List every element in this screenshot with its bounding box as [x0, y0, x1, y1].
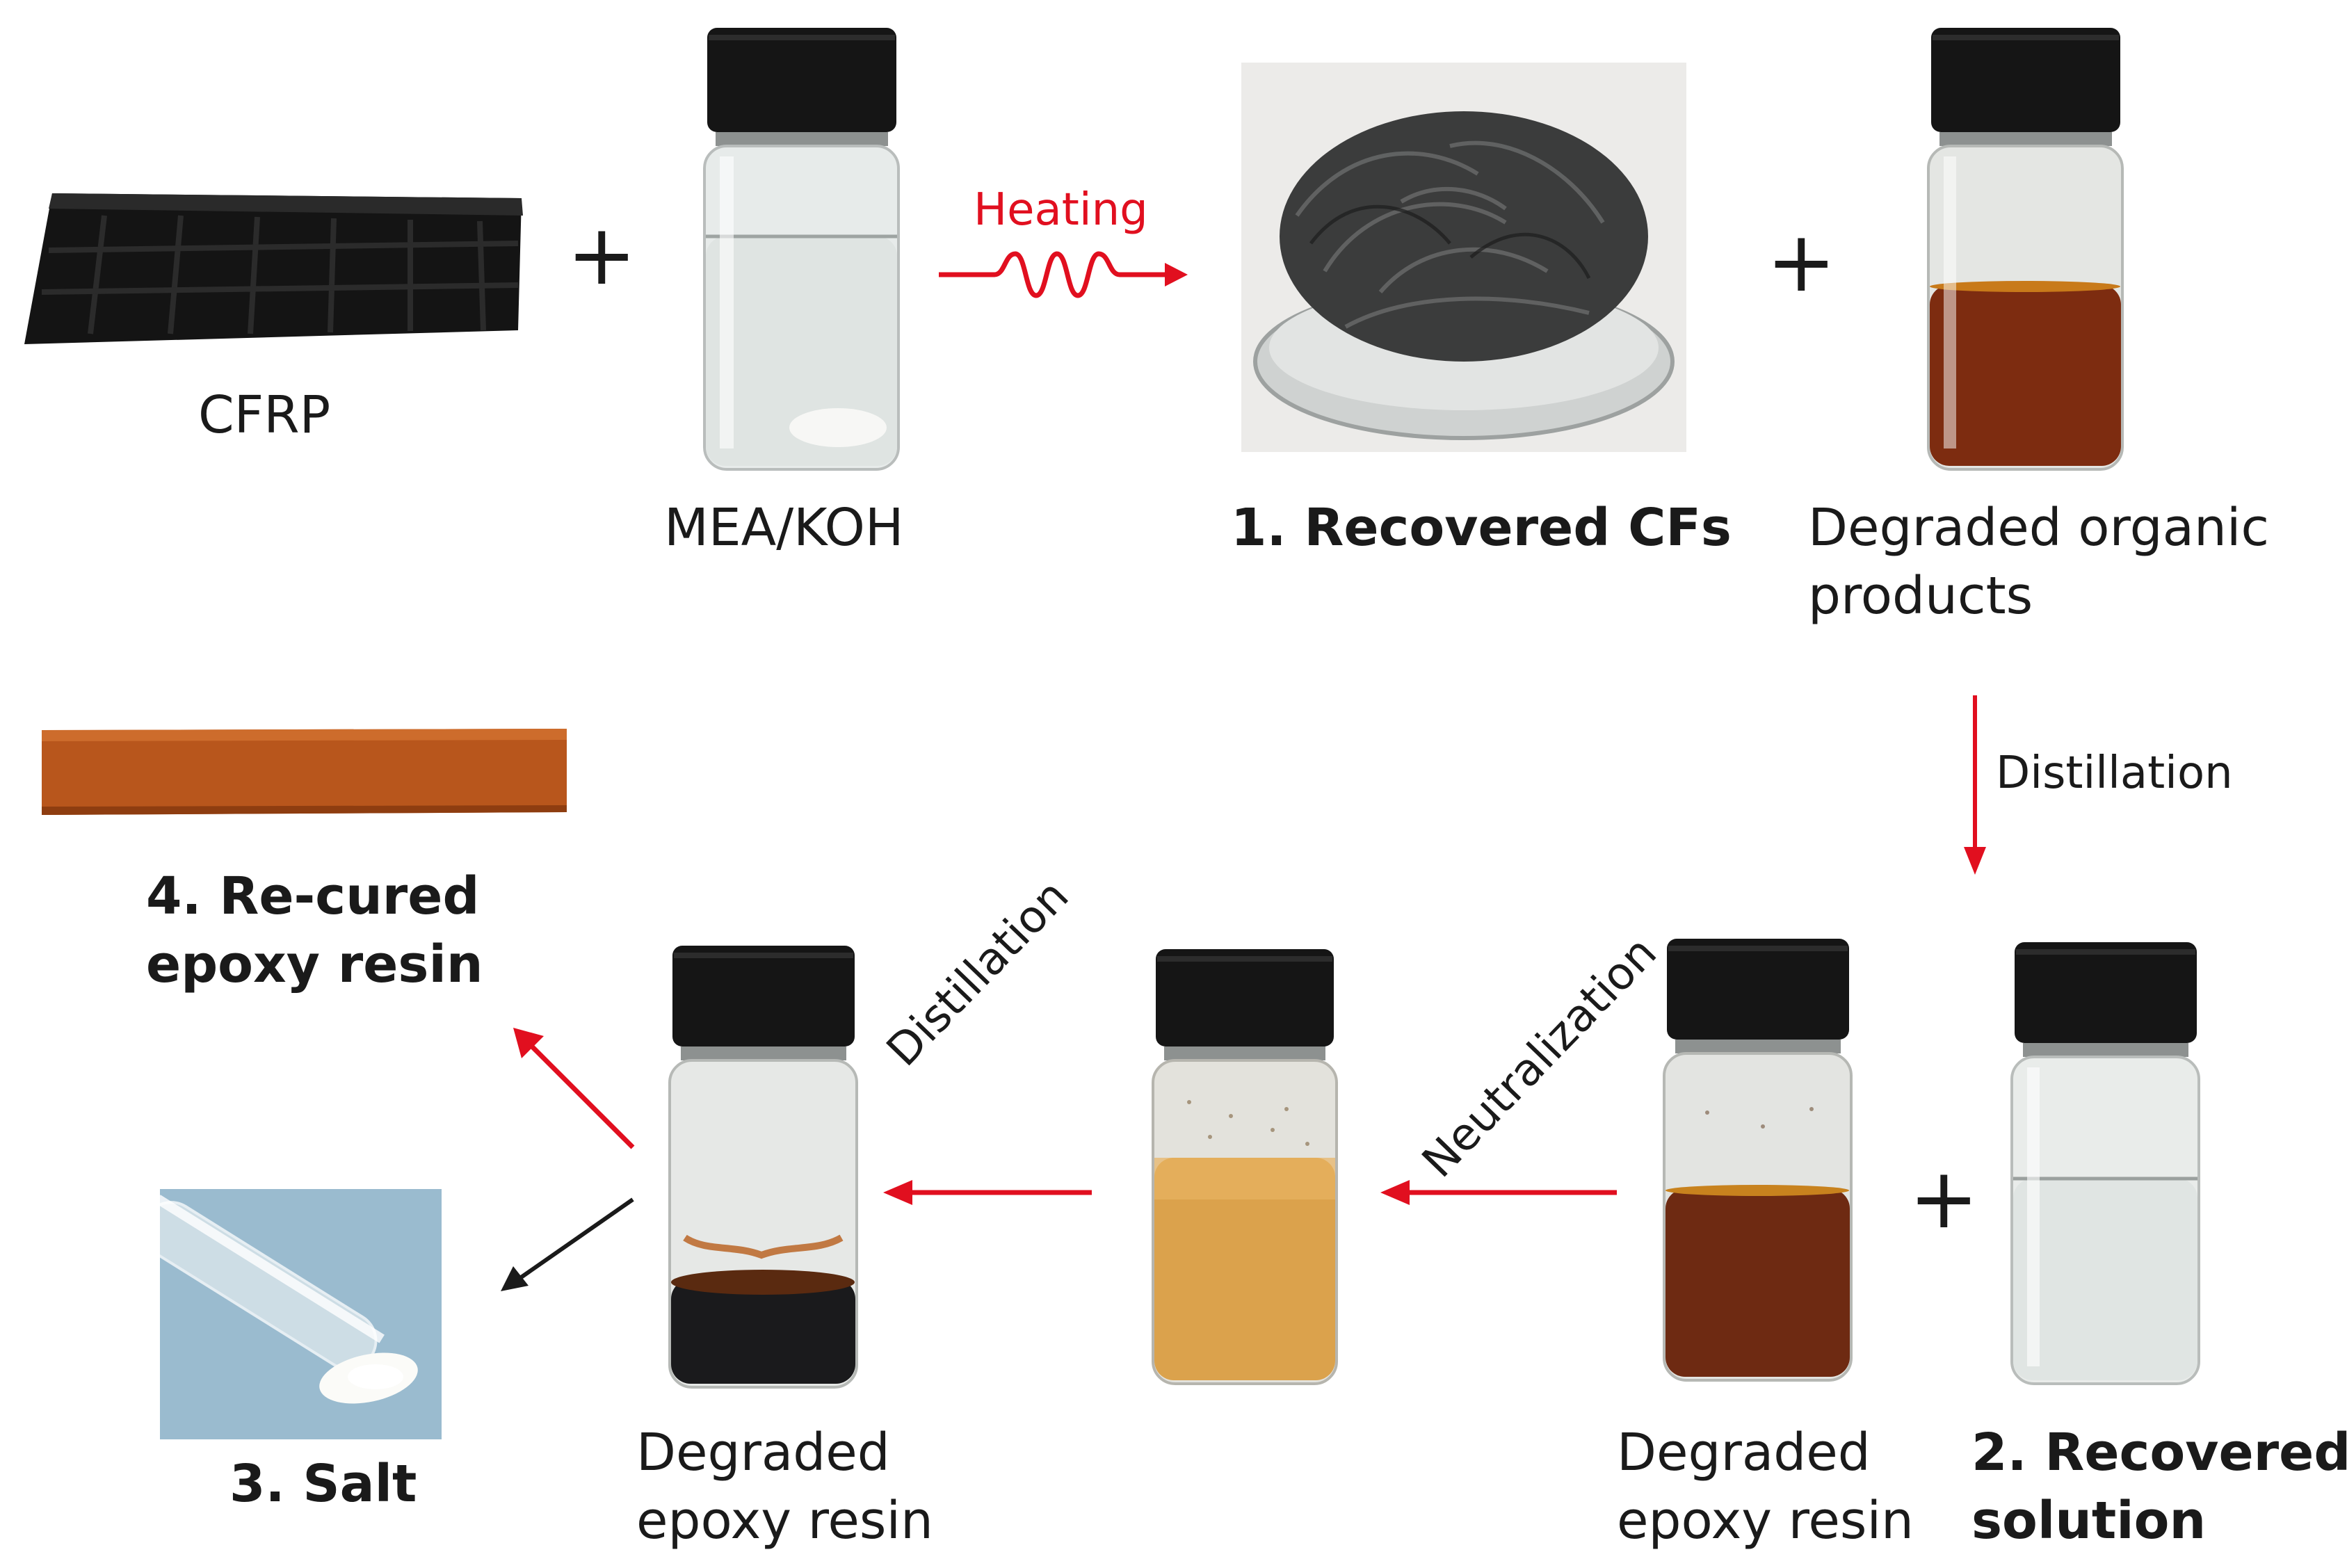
- distilled-epoxy-vial-image: [664, 946, 862, 1391]
- degraded-epoxy-left-line2: epoxy resin: [636, 1491, 933, 1551]
- cfrp-label: CFRP: [198, 385, 331, 445]
- distillation-label-bottom: Distillation: [877, 870, 1079, 1076]
- recured-epoxy-image: [38, 723, 570, 821]
- degraded-epoxy-left-line1: Degraded: [636, 1423, 890, 1482]
- neutralization-label: Neutralization: [1412, 927, 1667, 1188]
- degraded-organic-label-line2: products: [1808, 566, 2033, 626]
- degraded-epoxy-right-line1: Degraded: [1617, 1423, 1871, 1482]
- degraded-epoxy-right-vial-image: [1659, 939, 1857, 1384]
- mea-koh-vial-image: [699, 28, 904, 473]
- heating-label: Heating: [974, 184, 1148, 236]
- neutralized-vial-image: [1147, 949, 1342, 1387]
- recovered-cf-image: [1241, 63, 1686, 452]
- recured-epoxy-label-line1: 4. Re-cured: [146, 866, 480, 926]
- plus-sign: +: [567, 207, 637, 304]
- heating-wave-arrow: [939, 250, 1189, 299]
- recovered-solution-label-line2: solution: [1971, 1491, 2207, 1551]
- recovered-cf-label: 1. Recovered CFs: [1231, 498, 1732, 558]
- cfrp-plate-image: [21, 188, 529, 348]
- plus-sign: +: [1766, 214, 1837, 311]
- recovered-solution-vial-image: [2006, 942, 2204, 1387]
- salt-image: [160, 1189, 442, 1439]
- recured-epoxy-label-line2: epoxy resin: [146, 935, 483, 994]
- to-salt-arrow: [494, 1193, 640, 1297]
- recovered-solution-label-line1: 2. Recovered: [1971, 1423, 2347, 1482]
- distillation-down-arrow: [1961, 695, 1989, 876]
- degraded-organic-label-line1: Degraded organic: [1808, 498, 2270, 558]
- salt-label: 3. Salt: [229, 1454, 417, 1514]
- plus-sign: +: [1909, 1151, 1979, 1247]
- distillation-label-right: Distillation: [1996, 747, 2233, 799]
- neutralization-left-arrow: [1380, 1175, 1617, 1210]
- mea-koh-label: MEA/KOH: [664, 498, 904, 558]
- degraded-organic-vial-image: [1923, 28, 2128, 473]
- to-recured-arrow: [508, 1022, 640, 1154]
- degraded-epoxy-right-line2: epoxy resin: [1617, 1491, 1914, 1551]
- distillation-left-arrow: [883, 1175, 1092, 1210]
